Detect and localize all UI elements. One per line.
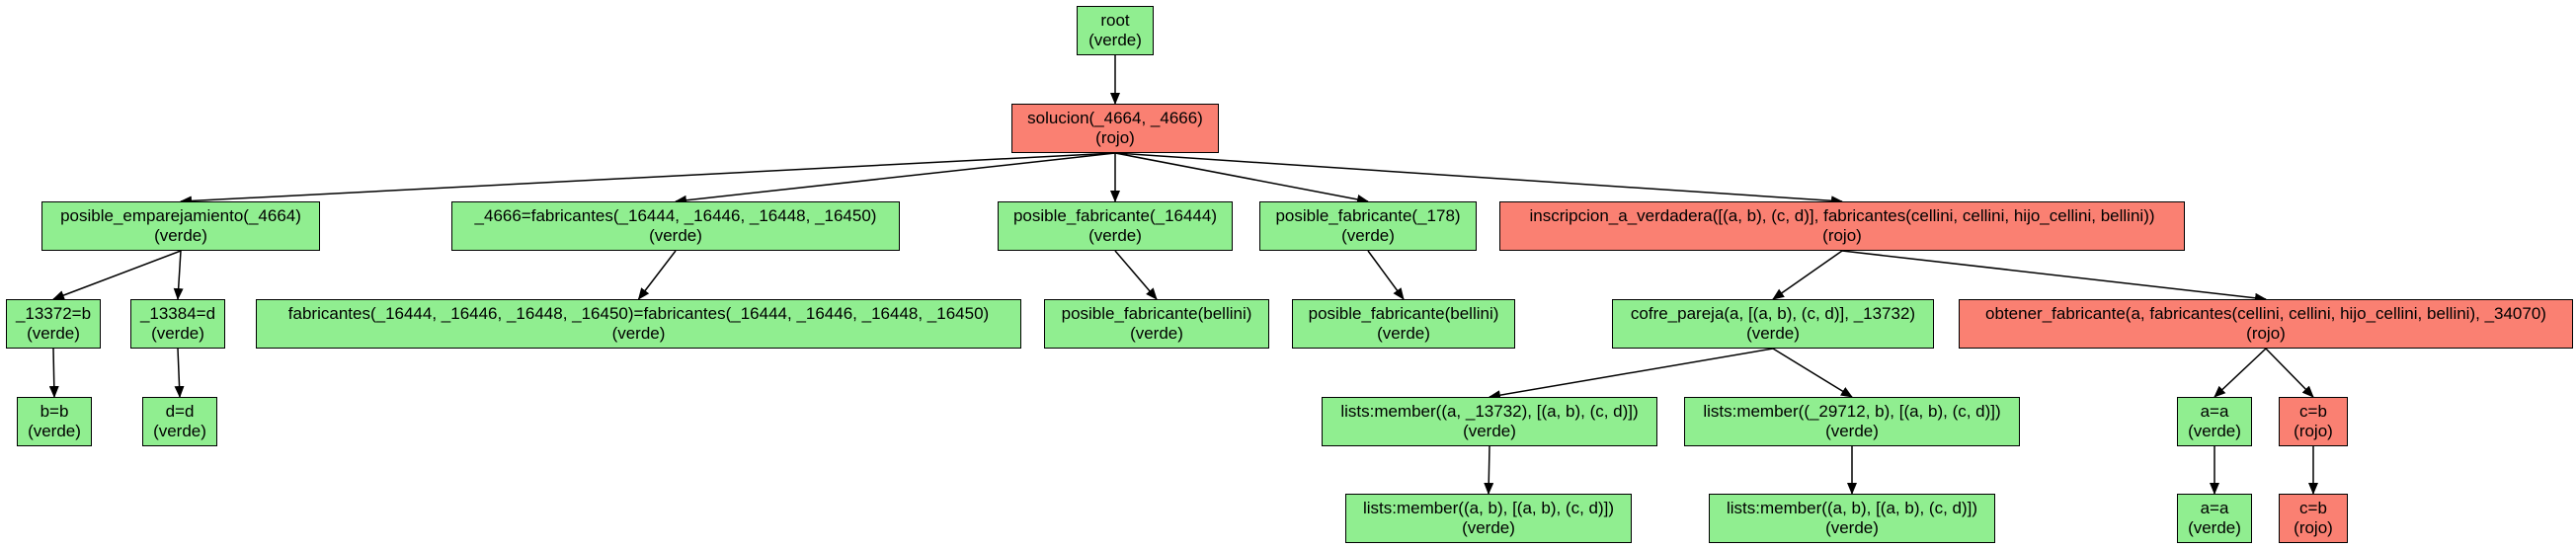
- node-root: root (verde): [1077, 6, 1154, 55]
- edge-solucion-to-fabricantes_eq: [675, 152, 1116, 205]
- edge-inscripcion-to-cofre_pareja: [1772, 250, 1843, 300]
- node-label: a=a: [2200, 402, 2229, 421]
- node-posible-fabricante-16444: posible_fabricante(_16444) (verde): [998, 201, 1233, 251]
- node-status: (verde): [1462, 518, 1515, 537]
- node-label: _4666=fabricantes(_16444, _16446, _16448…: [474, 206, 877, 225]
- node-status: (verde): [2188, 518, 2241, 537]
- node-status: (verde): [1088, 31, 1142, 49]
- node-b-eq-b: b=b (verde): [17, 397, 92, 446]
- node-status: (rojo): [1822, 226, 1862, 245]
- edge-obtener_fabricante-to-a_eq_a_1: [2214, 348, 2267, 398]
- edge-inscripcion-to-obtener_fabricante: [1841, 250, 2267, 303]
- node-status: (verde): [611, 324, 666, 343]
- node-a-eq-a-2: a=a (verde): [2177, 494, 2252, 543]
- node-label: lists:member((a, b), [(a, b), (c, d)]): [1726, 499, 1978, 517]
- node-status: (rojo): [2294, 422, 2333, 440]
- node-label: _13384=d: [139, 304, 216, 323]
- node-label: inscripcion_a_verdadera([(a, b), (c, d)]…: [1529, 206, 2155, 225]
- node-status: (verde): [2188, 422, 2241, 440]
- node-d-eq-d: d=d (verde): [142, 397, 217, 446]
- node-posible-fabricante-bellini-1: posible_fabricante(bellini) (verde): [1044, 299, 1269, 349]
- node-eq-13384: _13384=d (verde): [130, 299, 225, 349]
- node-member-29712: lists:member((_29712, b), [(a, b), (c, d…: [1684, 397, 2020, 446]
- node-status: (verde): [1341, 226, 1395, 245]
- node-label: obtener_fabricante(a, fabricantes(cellin…: [1985, 304, 2546, 323]
- edge-posible_emparejamiento-to-eq_13384: [173, 250, 184, 300]
- node-obtener-fabricante: obtener_fabricante(a, fabricantes(cellin…: [1959, 299, 2573, 349]
- node-status: (verde): [1463, 422, 1516, 440]
- node-inscripcion-a-verdadera: inscripcion_a_verdadera([(a, b), (c, d)]…: [1499, 201, 2185, 251]
- edge-posible_fabricante_178-to-pf_bellini_2: [1367, 250, 1405, 300]
- edge-posible_fabricante_16444-to-pf_bellini_1: [1114, 250, 1158, 300]
- node-status: (verde): [1130, 324, 1183, 343]
- node-eq-13372: _13372=b (verde): [6, 299, 101, 349]
- node-status: (verde): [151, 324, 204, 343]
- node-label: _13372=b: [15, 304, 92, 323]
- node-status: (verde): [649, 226, 702, 245]
- node-status: (verde): [1825, 518, 1879, 537]
- node-label: root: [1100, 11, 1130, 30]
- node-label: c=b: [2299, 499, 2327, 517]
- node-a-eq-a-1: a=a (verde): [2177, 397, 2252, 446]
- node-label: posible_emparejamiento(_4664): [60, 206, 301, 225]
- node-status: (rojo): [2246, 324, 2286, 343]
- edge-solucion-to-posible_emparejamiento: [180, 152, 1116, 206]
- edge-fabricantes_eq-to-fabricantes_unif: [637, 250, 677, 300]
- edge-eq_13384-to-d_eq_d: [174, 348, 185, 398]
- node-member-ab-2: lists:member((a, b), [(a, b), (c, d)]) (…: [1709, 494, 1995, 543]
- edge-solucion-to-posible_fabricante_178: [1114, 152, 1369, 204]
- node-label: posible_fabricante(_178): [1275, 206, 1461, 225]
- node-status: (rojo): [1095, 128, 1135, 147]
- node-status: (verde): [153, 422, 206, 440]
- node-label: lists:member((_29712, b), [(a, b), (c, d…: [1703, 402, 2001, 421]
- node-label: solucion(_4664, _4666): [1027, 109, 1203, 127]
- edge-posible_emparejamiento-to-eq_13372: [52, 250, 182, 300]
- edge-eq_13372-to-b_eq_b: [48, 348, 59, 398]
- node-member-ab-1: lists:member((a, b), [(a, b), (c, d)]) (…: [1345, 494, 1632, 543]
- edge-solucion-to-inscripcion: [1114, 152, 1843, 206]
- edge-obtener_fabricante-to-c_eq_b_1: [2265, 348, 2314, 398]
- node-label: posible_fabricante(bellini): [1061, 304, 1252, 323]
- node-posible-fabricante-bellini-2: posible_fabricante(bellini) (verde): [1292, 299, 1515, 349]
- node-label: fabricantes(_16444, _16446, _16448, _164…: [287, 304, 990, 323]
- node-label: d=d: [165, 402, 195, 421]
- node-status: (verde): [28, 422, 81, 440]
- node-label: cofre_pareja(a, [(a, b), (c, d)], _13732…: [1630, 304, 1916, 323]
- node-status: (verde): [1825, 422, 1879, 440]
- node-member-13732: lists:member((a, _13732), [(a, b), (c, d…: [1322, 397, 1657, 446]
- node-posible-emparejamiento: posible_emparejamiento(_4664) (verde): [41, 201, 320, 251]
- node-fabricantes-unif: fabricantes(_16444, _16446, _16448, _164…: [256, 299, 1021, 349]
- node-label: a=a: [2200, 499, 2229, 517]
- node-cofre-pareja: cofre_pareja(a, [(a, b), (c, d)], _13732…: [1612, 299, 1934, 349]
- node-status: (verde): [1746, 324, 1800, 343]
- node-solucion: solucion(_4664, _4666) (rojo): [1011, 104, 1219, 153]
- node-status: (verde): [154, 226, 207, 245]
- node-c-eq-b-2: c=b (rojo): [2279, 494, 2348, 543]
- node-label: b=b: [40, 402, 69, 421]
- node-fabricantes-eq: _4666=fabricantes(_16444, _16446, _16448…: [451, 201, 900, 251]
- node-label: posible_fabricante(_16444): [1012, 206, 1218, 225]
- edge-cofre_pareja-to-member_29712: [1772, 348, 1853, 398]
- node-label: posible_fabricante(bellini): [1308, 304, 1499, 323]
- node-label: lists:member((a, _13732), [(a, b), (c, d…: [1340, 402, 1639, 421]
- node-status: (verde): [1377, 324, 1430, 343]
- node-c-eq-b-1: c=b (rojo): [2279, 397, 2348, 446]
- node-posible-fabricante-178: posible_fabricante(_178) (verde): [1259, 201, 1477, 251]
- edge-cofre_pareja-to-member_13732: [1489, 348, 1774, 401]
- node-status: (rojo): [2294, 518, 2333, 537]
- node-status: (verde): [27, 324, 80, 343]
- node-status: (verde): [1088, 226, 1142, 245]
- node-label: c=b: [2299, 402, 2327, 421]
- node-label: lists:member((a, b), [(a, b), (c, d)]): [1362, 499, 1615, 517]
